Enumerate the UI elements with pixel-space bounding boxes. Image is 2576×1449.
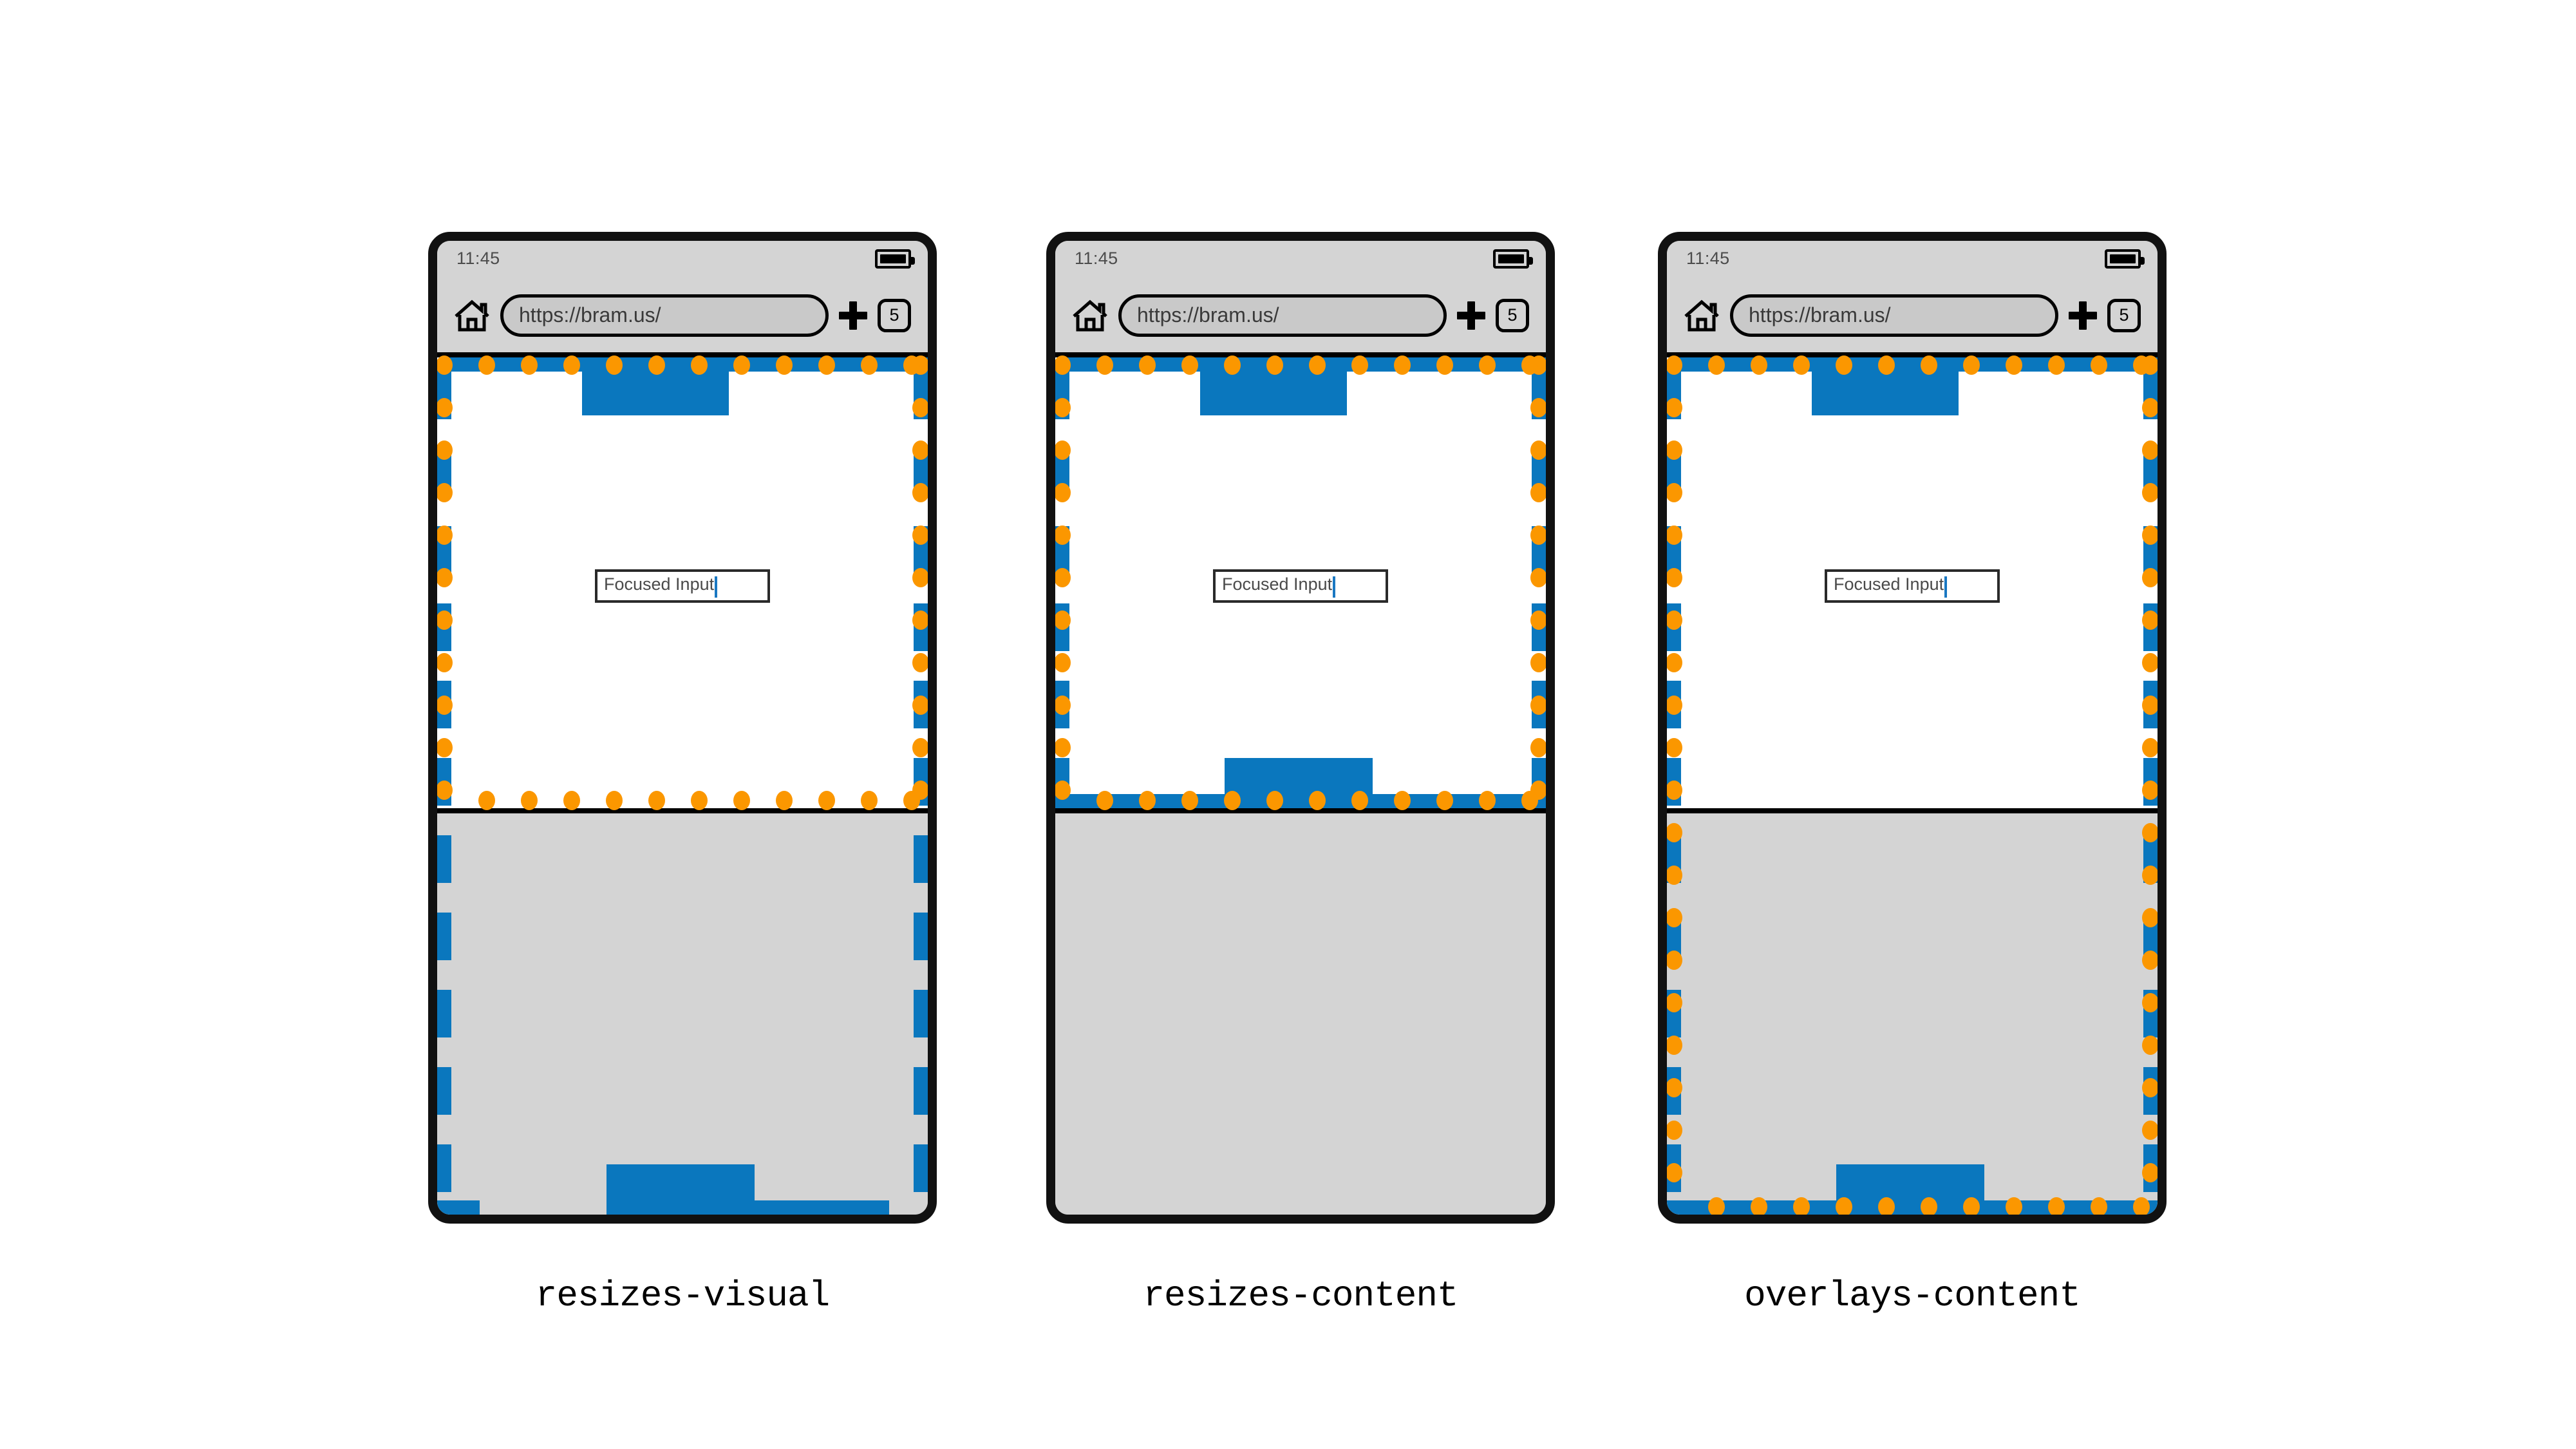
url-bar-text: https://bram.us/ <box>519 303 661 327</box>
browser-toolbar: https://bram.us/5 <box>1055 278 1546 352</box>
text-caret <box>1944 576 1948 598</box>
virtual-keyboard <box>1667 813 2158 1215</box>
text-caret <box>715 576 718 598</box>
home-icon-svg <box>1073 299 1107 331</box>
status-bar-clock: 11:45 <box>1686 249 1730 268</box>
focused-input-value: Focused Input <box>604 574 715 594</box>
panel-caption-resizes-visual: resizes-visual <box>535 1275 830 1316</box>
status-bar-clock: 11:45 <box>1075 249 1118 268</box>
battery-full-icon <box>1493 249 1533 269</box>
browser-toolbar: https://bram.us/5 <box>1667 278 2158 352</box>
viewport-keyboard-divider <box>437 808 928 813</box>
phone-screen: Focused Input <box>1667 355 2158 1215</box>
tab-count-button[interactable]: 5 <box>2107 298 2141 332</box>
text-caret <box>1333 576 1336 598</box>
url-bar[interactable]: https://bram.us/ <box>1118 294 1447 337</box>
focused-input-text-wrap: Focused Input <box>604 574 718 598</box>
url-bar-text: https://bram.us/ <box>1137 303 1279 327</box>
focused-input-field[interactable]: Focused Input <box>595 569 770 603</box>
tab-count-button[interactable]: 5 <box>878 298 911 332</box>
viewport-keyboard-divider <box>1055 808 1546 813</box>
status-bar-clock: 11:45 <box>456 249 500 268</box>
focused-input-text-wrap: Focused Input <box>1222 574 1336 598</box>
home-icon[interactable] <box>1684 299 1720 332</box>
browser-chrome: 11:45 https://bram.us/5 <box>1055 241 1546 357</box>
url-bar[interactable]: https://bram.us/ <box>500 294 829 337</box>
browser-chrome: 11:45 https://bram.us/5 <box>437 241 928 357</box>
status-bar: 11:45 <box>437 241 928 278</box>
plus-icon[interactable] <box>2069 301 2097 330</box>
virtual-keyboard <box>437 813 928 1215</box>
status-bar: 11:45 <box>1055 241 1546 278</box>
url-bar-text: https://bram.us/ <box>1749 303 1891 327</box>
plus-icon[interactable] <box>1457 301 1485 330</box>
focused-input-value: Focused Input <box>1834 574 1944 594</box>
browser-toolbar: https://bram.us/5 <box>437 278 928 352</box>
home-icon-svg <box>455 299 489 331</box>
virtual-keyboard <box>1055 813 1546 1215</box>
battery-full-icon <box>2105 249 2145 269</box>
focused-input-text-wrap: Focused Input <box>1834 574 1948 598</box>
battery-full-icon <box>875 249 915 269</box>
panel-caption-resizes-content: resizes-content <box>1143 1275 1458 1316</box>
url-bar[interactable]: https://bram.us/ <box>1730 294 2058 337</box>
viewport-keyboard-divider <box>1667 808 2158 813</box>
focused-input-field[interactable]: Focused Input <box>1213 569 1388 603</box>
tab-count-button[interactable]: 5 <box>1496 298 1529 332</box>
home-icon[interactable] <box>454 299 490 332</box>
browser-chrome: 11:45 https://bram.us/5 <box>1667 241 2158 357</box>
status-bar: 11:45 <box>1667 241 2158 278</box>
focused-input-field[interactable]: Focused Input <box>1825 569 2000 603</box>
phone-screen: Focused Input <box>437 355 928 1215</box>
home-icon[interactable] <box>1072 299 1108 332</box>
phone-screen: Focused Input <box>1055 355 1546 1215</box>
plus-icon[interactable] <box>839 301 867 330</box>
panel-caption-overlays-content: overlays-content <box>1744 1275 2081 1316</box>
home-icon-svg <box>1684 299 1719 331</box>
focused-input-value: Focused Input <box>1222 574 1333 594</box>
